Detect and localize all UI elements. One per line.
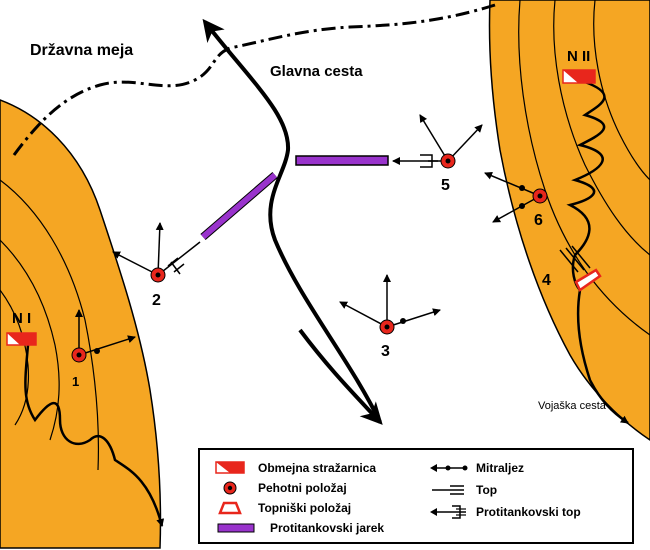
main-road-label: Glavna cesta: [270, 63, 363, 80]
post-n2-label: N II: [567, 48, 590, 65]
position-4-label: 4: [542, 272, 551, 289]
state-border-line: [12, 3, 496, 156]
infantry-position-5: 5: [392, 114, 483, 194]
machine-gun-icon: [430, 464, 468, 472]
legend-gun: Top: [428, 480, 497, 500]
infantry-position-1: 1: [71, 309, 136, 389]
main-road-line: [202, 18, 382, 423]
right-hill-terrain: [488, 0, 650, 441]
infantry-position-icon: [223, 481, 237, 495]
main-road-south-arrow: [298, 328, 383, 425]
antitank-ditch-1-fill: [201, 172, 277, 240]
legend-infantry-position: Pehotni položaj: [210, 478, 347, 498]
position-6-label: 6: [534, 212, 543, 229]
gun-icon: [432, 485, 464, 495]
post-n1-label: N I: [12, 310, 31, 327]
left-hill-terrain: [0, 99, 162, 549]
position-2-label: 2: [152, 292, 161, 309]
infantry-position-6: 6: [484, 172, 548, 229]
artillery-position-icon: [218, 501, 242, 515]
border-post-icon: [215, 461, 245, 474]
map-legend: Obmejna stražarnica Pehotni položaj Topn…: [198, 448, 634, 544]
legend-antitank-gun-label: Protitankovski top: [476, 505, 581, 519]
state-border-label: Državna meja: [30, 42, 133, 59]
legend-antitank-gun: Protitankovski top: [428, 502, 581, 522]
legend-antitank-ditch: Protitankovski jarek: [210, 518, 384, 538]
border-post-n2: N II: [562, 48, 596, 84]
antitank-ditch-icon: [217, 523, 255, 533]
position-1-label: 1: [72, 374, 79, 389]
legend-border-post-label: Obmejna stražarnica: [258, 461, 377, 475]
post-n1-path: [24, 344, 165, 527]
legend-machine-gun-label: Mitraljez: [476, 461, 525, 475]
legend-artillery-position-label: Topniški položaj: [258, 501, 352, 515]
artillery-position-4: 4: [542, 245, 602, 292]
military-road-line: [566, 80, 629, 425]
legend-artillery-position: Topniški položaj: [210, 498, 351, 518]
border-post-n1: N I: [6, 310, 37, 346]
legend-infantry-position-label: Pehotni položaj: [258, 481, 347, 495]
legend-border-post: Obmejna stražarnica: [210, 458, 376, 478]
military-road-label: Vojaška cesta: [538, 400, 607, 412]
legend-gun-label: Top: [476, 483, 498, 497]
position-3-label: 3: [381, 343, 390, 360]
legend-machine-gun: Mitraljez: [428, 458, 524, 478]
infantry-position-2: 2: [112, 222, 201, 309]
antitank-ditch-2: [295, 155, 389, 166]
position-5-label: 5: [441, 177, 450, 194]
infantry-position-3: 3: [339, 274, 441, 360]
legend-antitank-ditch-label: Protitankovski jarek: [270, 521, 385, 535]
antitank-gun-icon: [430, 505, 466, 519]
